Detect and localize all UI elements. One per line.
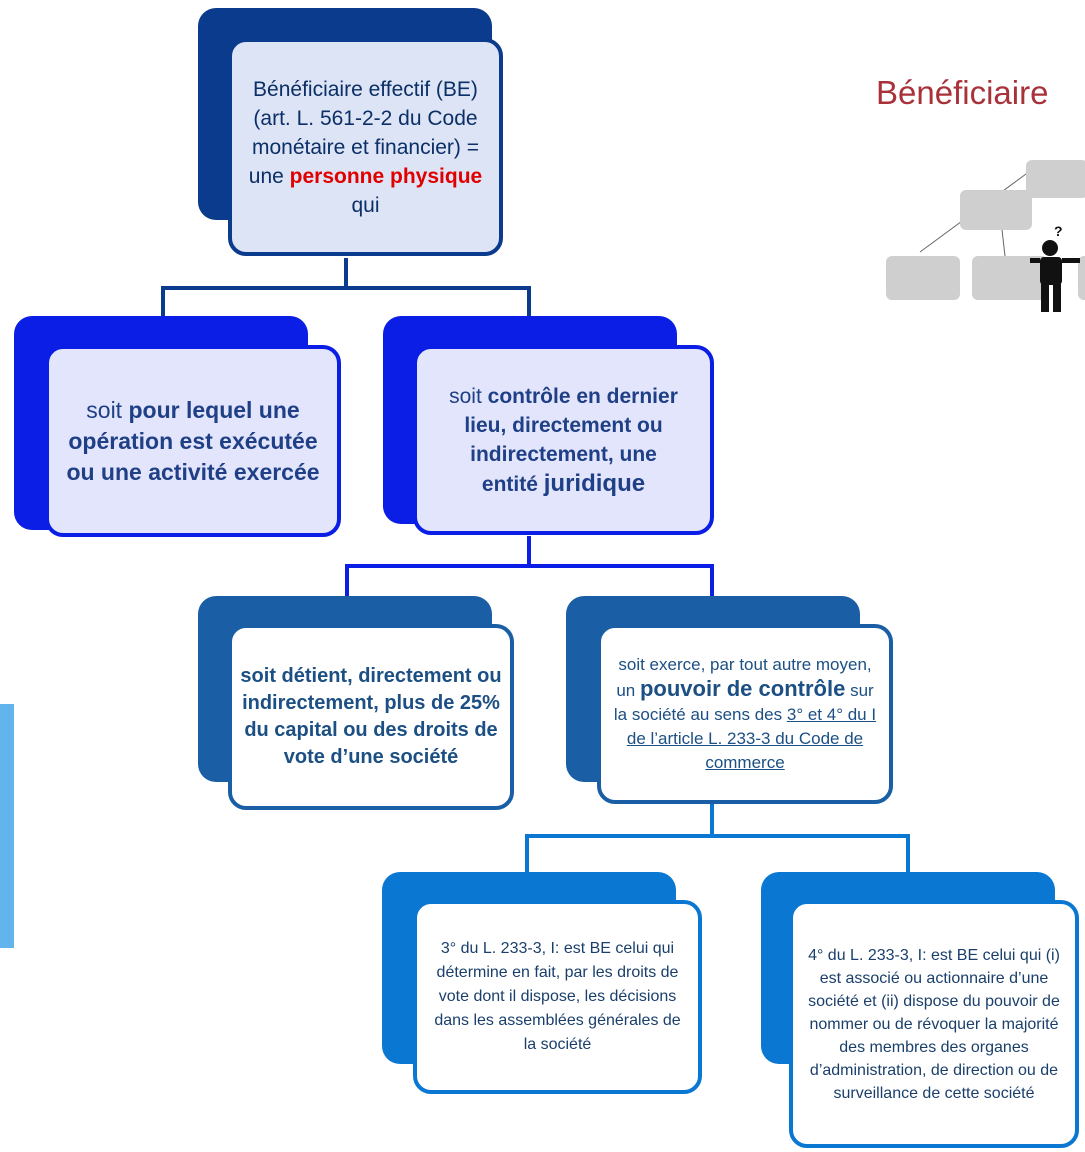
exerce-bold: pouvoir de contrôle	[639, 676, 846, 701]
left-pre: soit	[86, 396, 123, 423]
right-box: soit contrôle en dernier lieu, directeme…	[413, 345, 714, 535]
right-pre: soit	[449, 384, 482, 408]
detient-box: soit détient, directement ou indirecteme…	[228, 624, 514, 810]
para3-text: 3° du L. 233-3, I: est BE celui qui déte…	[434, 940, 681, 1053]
exerce-box: soit exerce, par tout autre moyen, un po…	[597, 624, 893, 804]
detient-text: soit détient, directement ou indirecteme…	[240, 665, 502, 768]
side-accent-bar	[0, 704, 14, 948]
right-juridique: juridique	[543, 469, 646, 497]
svg-text:?: ?	[1054, 223, 1063, 239]
para4-box: 4° du L. 233-3, I: est BE celui qui (i) …	[789, 900, 1079, 1148]
org-chart-person-question-icon: ?	[880, 160, 1085, 320]
root-tail: qui	[351, 193, 380, 217]
para4-text: 4° du L. 233-3, I: est BE celui qui (i) …	[808, 946, 1060, 1102]
side-title: Bénéficiaire	[876, 74, 1049, 111]
para3-box: 3° du L. 233-3, I: est BE celui qui déte…	[413, 900, 702, 1094]
root-box: Bénéficiaire effectif (BE) (art. L. 561-…	[228, 38, 503, 256]
root-text: Bénéficiaire effectif (BE) (art. L. 561-…	[248, 77, 480, 188]
exerce-mid: sur la société au sens des	[613, 681, 874, 724]
code-commerce-link[interactable]: 3° et 4° du I de l’article L. 233-3 du C…	[626, 705, 877, 772]
right-entite: entité	[481, 472, 538, 496]
exerce-pre: soit exerce, par tout autre moyen, un	[616, 655, 872, 700]
left-bold: pour lequel une opération est exécutée o…	[66, 396, 320, 485]
root-highlight: personne physique	[289, 164, 483, 188]
right-bold: contrôle en dernier lieu, directement ou…	[464, 384, 678, 466]
left-box: soit pour lequel une opération est exécu…	[45, 345, 341, 537]
